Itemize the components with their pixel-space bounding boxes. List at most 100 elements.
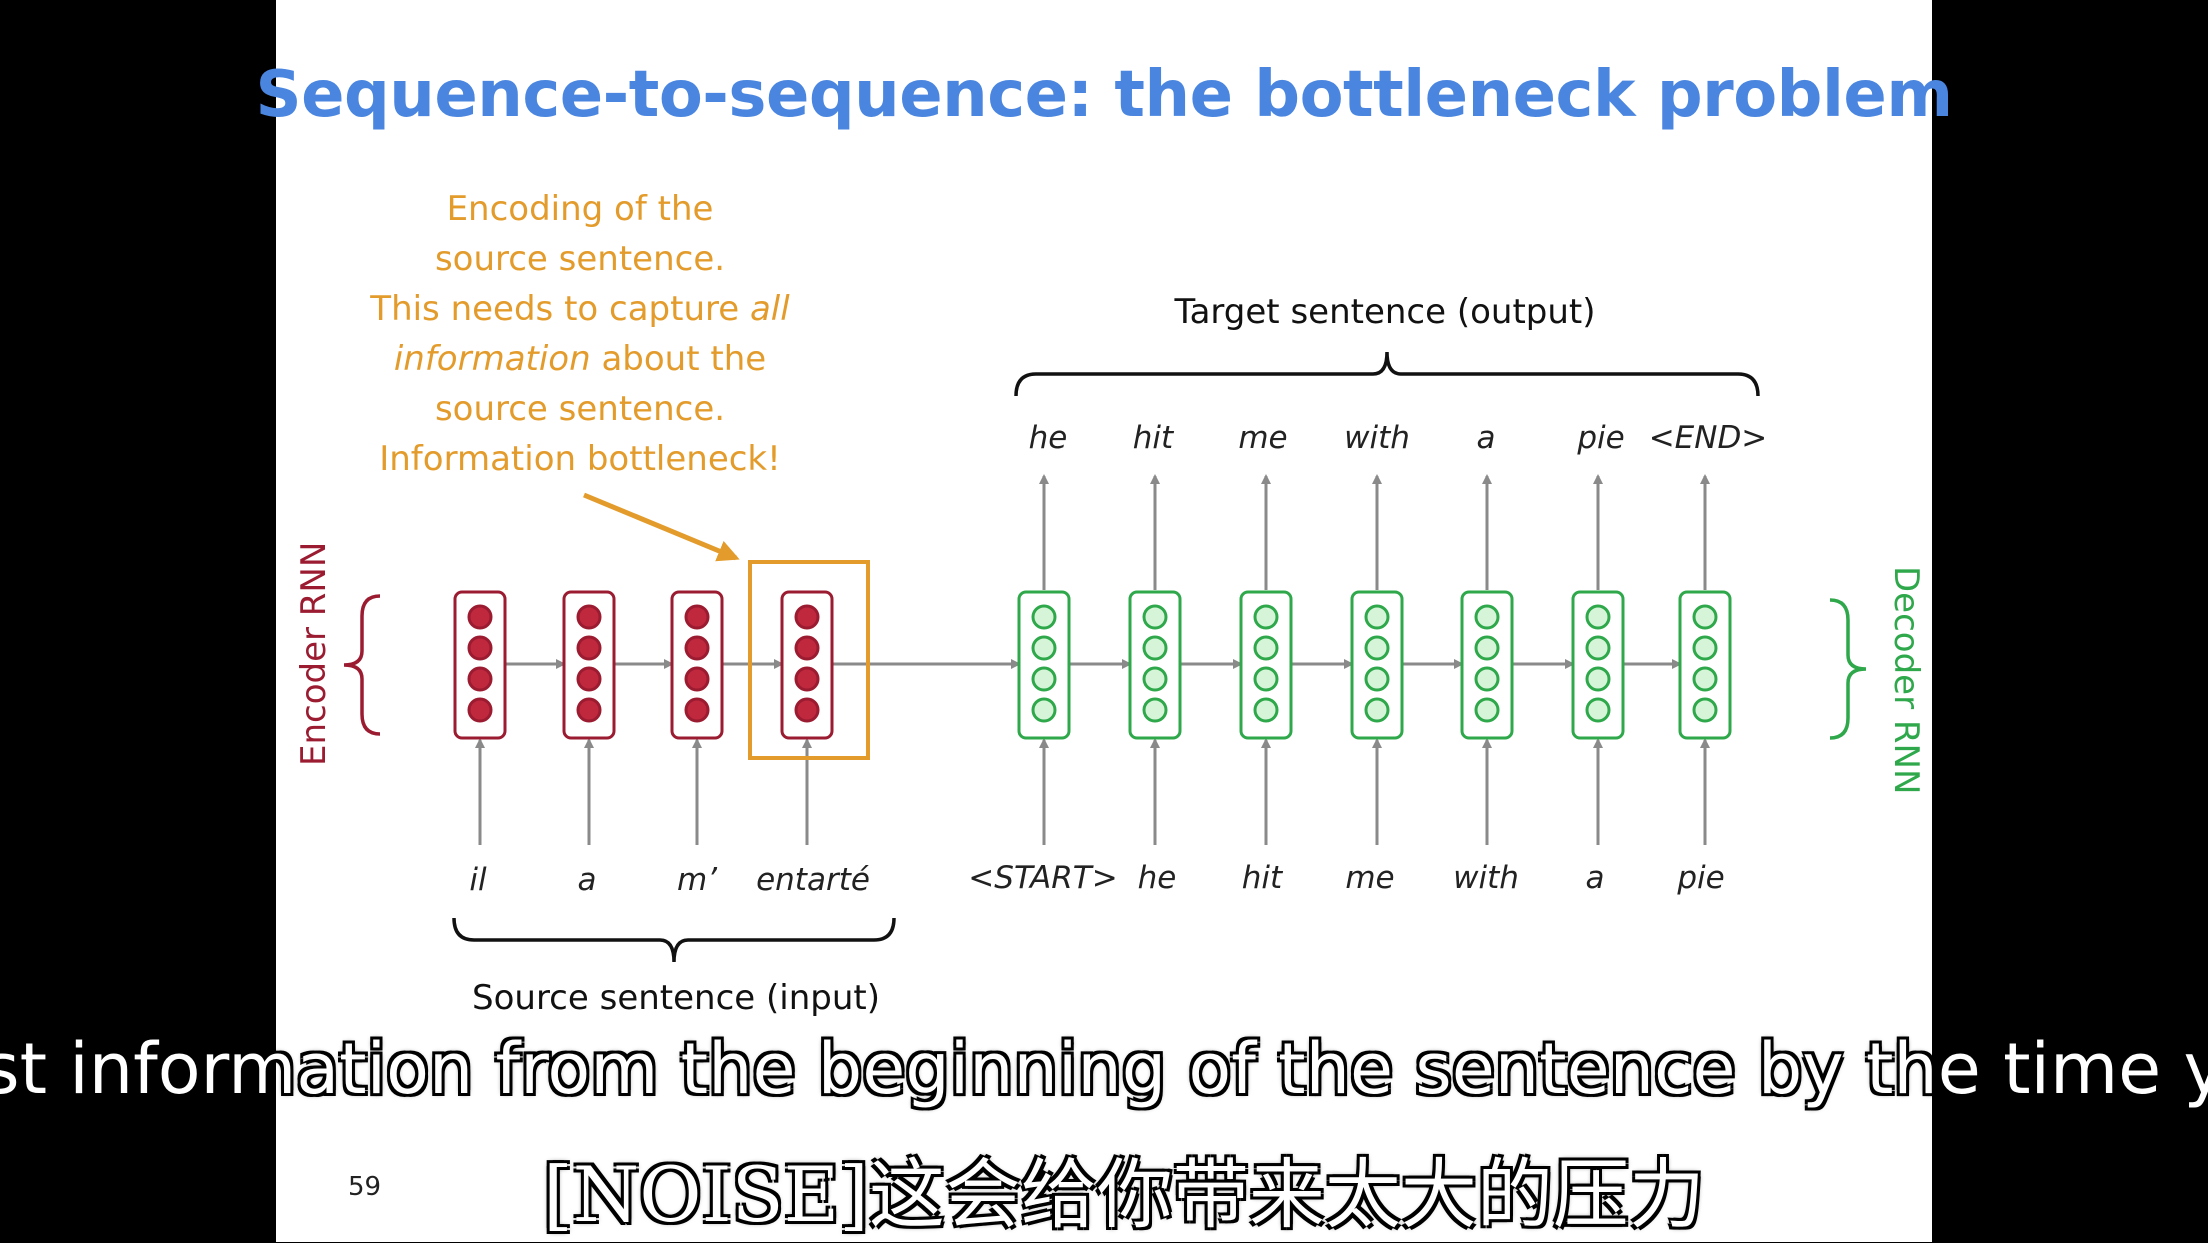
decoder-output-word: he bbox=[1028, 420, 1068, 456]
hidden-unit bbox=[1142, 666, 1168, 692]
decoder-output-word: a bbox=[1476, 420, 1496, 456]
source-word: a bbox=[577, 862, 597, 898]
hidden-unit bbox=[794, 604, 820, 630]
decoder-output-word: pie bbox=[1577, 420, 1625, 456]
rnn-cell-body bbox=[1678, 590, 1732, 740]
rnn-cell-body bbox=[453, 590, 507, 740]
decoder-input-word: hit bbox=[1241, 860, 1283, 896]
hidden-unit bbox=[576, 635, 602, 661]
hidden-unit bbox=[467, 635, 493, 661]
hidden-unit bbox=[467, 604, 493, 630]
hidden-unit bbox=[794, 666, 820, 692]
decoder-input-word: me bbox=[1345, 860, 1395, 896]
hidden-unit bbox=[1253, 604, 1279, 630]
hidden-unit bbox=[684, 697, 710, 723]
bottleneck-highlight-box bbox=[748, 560, 870, 760]
hidden-unit bbox=[1253, 666, 1279, 692]
decoder-output-word: me bbox=[1238, 420, 1288, 456]
decoder-cell bbox=[1571, 590, 1625, 740]
annotation-line-4: information about the bbox=[330, 334, 830, 384]
decoder-input-word: with bbox=[1453, 860, 1519, 896]
target-brace bbox=[1014, 351, 1760, 397]
hidden-unit bbox=[576, 604, 602, 630]
hidden-unit bbox=[1364, 604, 1390, 630]
hidden-unit bbox=[1031, 604, 1057, 630]
decoder-output-word: with bbox=[1344, 420, 1410, 456]
target-sentence-label: Target sentence (output) bbox=[1174, 292, 1596, 332]
bottleneck-annotation: Encoding of the source sentence. This ne… bbox=[330, 184, 830, 484]
hidden-unit bbox=[1474, 604, 1500, 630]
hidden-unit bbox=[1585, 604, 1611, 630]
annotation-line-2: source sentence. bbox=[434, 239, 726, 279]
decoder-output-word: hit bbox=[1132, 420, 1174, 456]
hidden-unit bbox=[467, 666, 493, 692]
encoder-cell bbox=[670, 590, 724, 740]
hidden-unit bbox=[1364, 697, 1390, 723]
source-word: entarté bbox=[756, 862, 870, 898]
encoder-cell bbox=[562, 590, 616, 740]
annotation-text: This needs to capture bbox=[370, 289, 750, 329]
page-number: 59 bbox=[348, 1172, 382, 1202]
encoder-brace bbox=[343, 594, 381, 736]
decoder-cell bbox=[1460, 590, 1514, 740]
rnn-cell-body bbox=[1128, 590, 1182, 740]
decoder-rnn-label: Decoder RNN bbox=[1886, 566, 1926, 795]
hidden-unit bbox=[1142, 697, 1168, 723]
subtitle-english: ost information from the beginning of th… bbox=[0, 1028, 2208, 1110]
decoder-output-word: <END> bbox=[1648, 420, 1768, 456]
hidden-unit bbox=[794, 635, 820, 661]
hidden-unit bbox=[1031, 635, 1057, 661]
bottleneck-pointer-arrow bbox=[583, 492, 740, 562]
annotation-emphasis: all bbox=[749, 289, 790, 329]
hidden-unit bbox=[1031, 697, 1057, 723]
hidden-unit bbox=[1031, 666, 1057, 692]
hidden-unit bbox=[1692, 697, 1718, 723]
encoder-cell bbox=[780, 590, 834, 740]
hidden-unit bbox=[467, 697, 493, 723]
arrows-layer bbox=[475, 474, 1710, 845]
rnn-cell-body bbox=[1460, 590, 1514, 740]
rnn-cell-body bbox=[670, 590, 724, 740]
hidden-unit bbox=[576, 666, 602, 692]
rnn-cell-body bbox=[1239, 590, 1293, 740]
decoder-input-word: he bbox=[1137, 860, 1177, 896]
decoder-cell bbox=[1350, 590, 1404, 740]
subtitle-chinese: [NOISE]这会给你带来太大的压力 bbox=[543, 1150, 1705, 1239]
rnn-cell-body bbox=[562, 590, 616, 740]
hidden-unit bbox=[1692, 604, 1718, 630]
hidden-unit bbox=[1364, 666, 1390, 692]
decoder-cell bbox=[1017, 590, 1071, 740]
hidden-unit bbox=[576, 697, 602, 723]
hidden-unit bbox=[1253, 697, 1279, 723]
hidden-unit bbox=[1585, 666, 1611, 692]
hidden-unit bbox=[1474, 697, 1500, 723]
decoder-input-word: a bbox=[1585, 860, 1605, 896]
braces-layer bbox=[343, 351, 1867, 963]
hidden-unit bbox=[1585, 635, 1611, 661]
decoder-cell bbox=[1678, 590, 1732, 740]
rnn-cell-body bbox=[1571, 590, 1625, 740]
decoder-brace bbox=[1829, 598, 1867, 740]
rnn-cell-body bbox=[780, 590, 834, 740]
hidden-unit bbox=[1692, 666, 1718, 692]
rnn-cell-body bbox=[1350, 590, 1404, 740]
hidden-unit bbox=[1142, 604, 1168, 630]
decoder-input-word: pie bbox=[1677, 860, 1725, 896]
source-word: m’ bbox=[676, 862, 718, 898]
hidden-unit bbox=[1253, 635, 1279, 661]
annotation-line-1: Encoding of the bbox=[446, 189, 714, 229]
hidden-unit bbox=[1474, 666, 1500, 692]
source-word: il bbox=[469, 862, 487, 898]
hidden-unit bbox=[1142, 635, 1168, 661]
annotation-line-6: Information bottleneck! bbox=[379, 439, 781, 479]
annotation-emphasis: information bbox=[393, 339, 591, 379]
slide bbox=[276, 0, 1932, 1242]
encoder-rnn-label: Encoder RNN bbox=[294, 541, 334, 766]
hidden-unit bbox=[1585, 697, 1611, 723]
hidden-unit bbox=[1692, 635, 1718, 661]
decoder-cell bbox=[1239, 590, 1293, 740]
hidden-unit bbox=[1364, 635, 1390, 661]
cells-layer bbox=[453, 560, 1732, 760]
hidden-unit bbox=[684, 666, 710, 692]
